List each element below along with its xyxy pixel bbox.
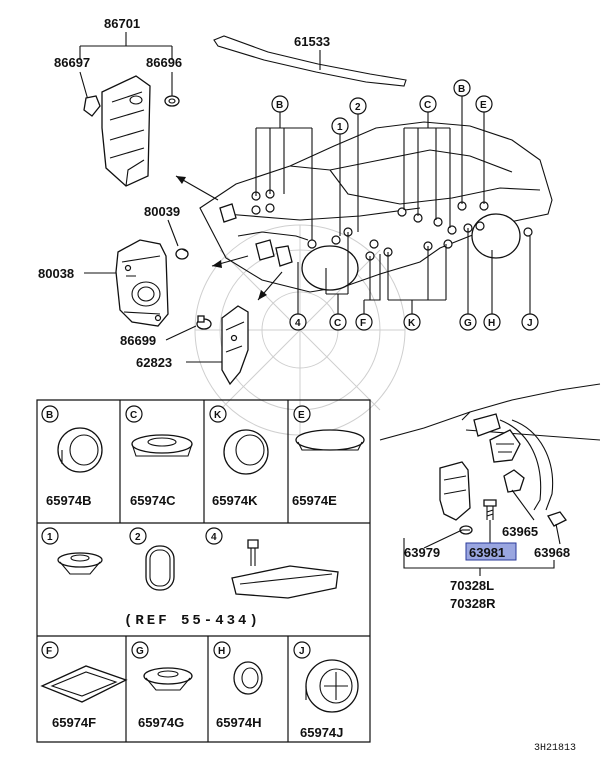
cell-65974e: E 65974E — [292, 405, 365, 508]
detail-headlamp-group: 63965 63979 63981 63968 70328L 70328R — [379, 383, 601, 611]
label-70328r[interactable]: 70328R — [450, 596, 496, 611]
cell-65974b: B 65974B — [41, 405, 103, 508]
label-86699[interactable]: 86699 — [120, 333, 156, 348]
cover-86701-icon — [101, 75, 151, 187]
highlight-63981 — [465, 542, 517, 561]
pointer-arrows — [175, 175, 283, 301]
part-86701-group: 86701 86697 86696 — [54, 16, 182, 187]
grommet-65974k-icon — [223, 429, 269, 475]
label-65974g[interactable]: 65974G — [138, 715, 184, 730]
cell-65974g: G 65974G — [131, 641, 193, 730]
screw-63979-icon — [459, 525, 473, 535]
cell-h-letter: H — [218, 646, 225, 657]
callout-h[interactable]: H — [488, 318, 495, 329]
label-65974b[interactable]: 65974B — [46, 493, 92, 508]
callout-2[interactable]: 2 — [355, 102, 361, 113]
diagram-code: 3H21813 — [534, 743, 576, 754]
label-65974f[interactable]: 65974F — [52, 715, 96, 730]
callout-b-right[interactable]: B — [458, 84, 465, 95]
cell-2: 2 — [129, 527, 175, 591]
grommet-65974b-icon — [57, 427, 103, 473]
label-65974k[interactable]: 65974K — [212, 493, 258, 508]
clip-86697-icon — [83, 95, 101, 117]
label-80039[interactable]: 80039 — [144, 204, 180, 219]
label-70328l[interactable]: 70328L — [450, 578, 494, 593]
label-65974e[interactable]: 65974E — [292, 493, 337, 508]
label-63981[interactable]: 63981 — [469, 545, 505, 560]
part-62823-group: 86699 62823 — [120, 305, 249, 386]
pad-4-icon — [231, 539, 339, 599]
clip-63968-icon — [547, 511, 567, 527]
label-65974c[interactable]: 65974C — [130, 493, 176, 508]
cell-e-letter: E — [298, 410, 305, 421]
cell-65974h: H 65974H — [213, 641, 263, 730]
bolt-63981-icon — [483, 499, 497, 520]
cell-f-letter: F — [46, 646, 52, 657]
grommet-1-icon — [57, 552, 103, 575]
cell-1-letter: 1 — [47, 532, 53, 543]
label-63965[interactable]: 63965 — [502, 524, 538, 539]
part-80038-group: 80039 80038 — [38, 204, 189, 327]
callout-b-left[interactable]: B — [276, 100, 283, 111]
bracket-63965-icon — [503, 469, 525, 493]
cell-65974f: F 65974F — [40, 641, 128, 730]
cell-1: 1 — [41, 527, 103, 575]
grommet-65974c-icon — [131, 434, 193, 457]
callout-4[interactable]: 4 — [295, 318, 301, 329]
cell-j-letter: J — [299, 646, 305, 657]
gasket-65974f-icon — [40, 665, 128, 703]
cell-65974j: J 65974J — [293, 641, 359, 740]
callout-f[interactable]: F — [360, 318, 366, 329]
grommet-86696-icon — [164, 95, 180, 107]
grommet-65974j-icon — [305, 659, 359, 713]
callout-g[interactable]: G — [464, 318, 472, 329]
cell-4-letter: 4 — [211, 532, 217, 543]
label-63968[interactable]: 63968 — [534, 545, 570, 560]
plate-62823-icon — [221, 305, 249, 386]
callout-c-top[interactable]: C — [424, 100, 431, 111]
bracket-80038-icon — [115, 239, 169, 327]
grommet-65974h-icon — [233, 661, 263, 695]
cell-2-letter: 2 — [135, 532, 141, 543]
seal-2-icon — [145, 545, 175, 591]
plug-65974e-icon — [295, 429, 365, 451]
label-86697[interactable]: 86697 — [54, 55, 90, 70]
part-61533-group: 61533 — [213, 34, 407, 87]
label-86696[interactable]: 86696 — [146, 55, 182, 70]
clip-86699-icon — [196, 315, 212, 330]
callout-c-bottom[interactable]: C — [334, 318, 341, 329]
callout-j[interactable]: J — [527, 318, 533, 329]
car-body-outline — [199, 121, 553, 293]
callout-e[interactable]: E — [480, 100, 487, 111]
parts-grid: B 65974B C 65974C K 65 — [36, 399, 371, 743]
callout-k[interactable]: K — [408, 318, 416, 329]
grommet-65974g-icon — [143, 667, 193, 691]
cell-4: 4 — [205, 527, 339, 599]
ref-55-434[interactable]: (REF 55-434) — [124, 613, 261, 629]
cell-c-letter: C — [130, 410, 137, 421]
label-65974h[interactable]: 65974H — [216, 715, 262, 730]
grommet-80039-icon — [175, 248, 189, 260]
cell-g-letter: G — [136, 646, 144, 657]
cell-b-letter: B — [46, 410, 53, 421]
label-63979[interactable]: 63979 — [404, 545, 440, 560]
cell-k-letter: K — [214, 410, 222, 421]
label-61533[interactable]: 61533 — [294, 34, 330, 49]
label-80038[interactable]: 80038 — [38, 266, 74, 281]
cell-65974c: C 65974C — [125, 405, 193, 508]
label-62823[interactable]: 62823 — [136, 355, 172, 370]
label-65974j[interactable]: 65974J — [300, 725, 343, 740]
callout-1[interactable]: 1 — [337, 122, 343, 133]
cell-65974k: K 65974K — [209, 405, 269, 508]
callouts-top: B 2 1 C B E 4 C F K G — [255, 79, 539, 331]
label-86701[interactable]: 86701 — [104, 16, 140, 31]
